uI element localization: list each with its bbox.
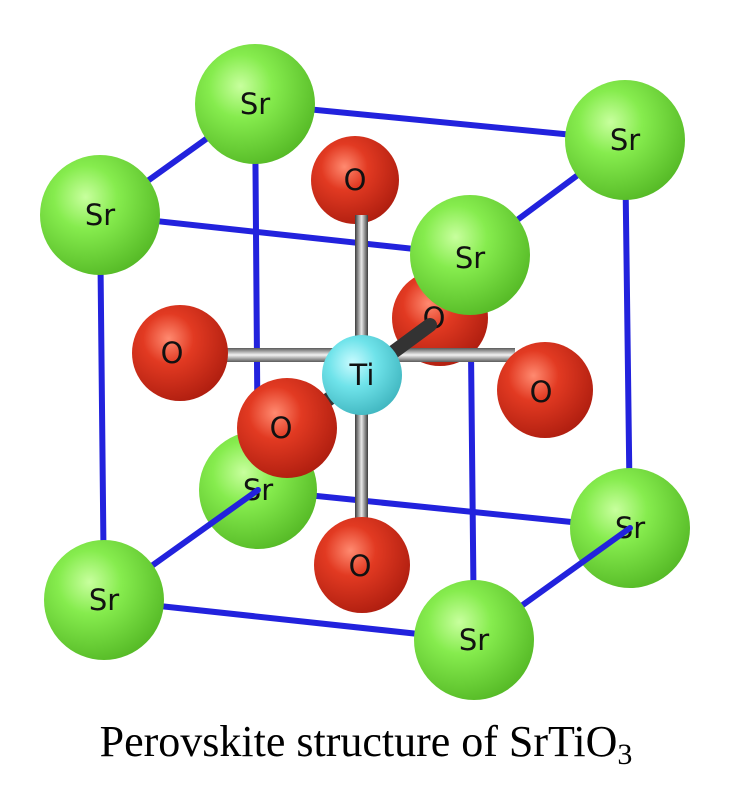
atom-label: Sr <box>85 198 115 232</box>
atom-sr: Sr <box>195 44 315 164</box>
cell-edge <box>97 212 473 258</box>
atom-sr: Sr <box>44 540 164 660</box>
caption-subscript: 3 <box>617 738 632 771</box>
atom-o: O <box>132 305 228 401</box>
atom-label: Sr <box>89 583 119 617</box>
atom-label: O <box>161 336 184 370</box>
cell-edge <box>252 101 628 143</box>
atom-sr: Sr <box>565 80 685 200</box>
atom-sr: Sr <box>414 580 534 700</box>
cell-edge <box>255 487 633 531</box>
atom-sr: Sr <box>40 155 160 275</box>
atom-o: O <box>497 342 593 438</box>
atom-label: O <box>344 163 367 197</box>
atom-label: O <box>349 549 372 583</box>
atom-o: O <box>314 517 410 613</box>
atom-label: Sr <box>240 87 270 121</box>
figure-caption: Perovskite structure of SrTiO3 <box>100 717 633 771</box>
atom-label: Sr <box>610 123 640 157</box>
atom-label: O <box>530 375 553 409</box>
cell-edges-front <box>97 212 633 643</box>
cell-edge <box>97 212 107 603</box>
atom-label: O <box>270 411 293 445</box>
cell-edge <box>622 137 633 531</box>
atom-label: Sr <box>459 623 489 657</box>
caption-text: Perovskite structure of SrTiO <box>100 717 618 766</box>
atom-o: O <box>237 378 337 478</box>
atom-sr: Sr <box>410 195 530 315</box>
atom-label: Sr <box>455 241 485 275</box>
atom-ti: Ti <box>322 335 402 415</box>
atom-label: Ti <box>349 358 375 392</box>
cell-edge <box>101 597 477 643</box>
atom-o: O <box>311 136 399 224</box>
